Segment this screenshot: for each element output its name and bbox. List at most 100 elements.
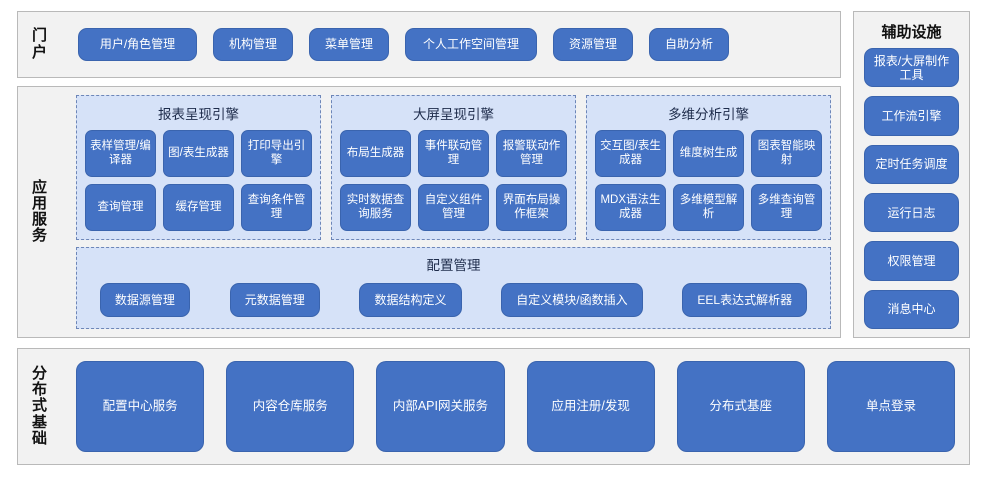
aux-button-5[interactable]: 消息中心 — [864, 289, 959, 329]
distributed-foundation-section: 分布式基础 配置中心服务 内容仓库服务 内部API网关服务 应用注册/发现 分布式基座 单… — [17, 348, 970, 465]
button-label: 多维查询管理 — [757, 193, 816, 220]
button-label: 应用注册/发现 — [551, 399, 630, 414]
engine-row: 报表呈现引擎表样管理/编译器图/表生成器打印导出引擎查询管理 缓存管理 查询条件管理… — [76, 95, 831, 240]
engine-2-button-0[interactable]: 交互图/表生成器 — [595, 130, 666, 177]
button-label: 内容仓库服务 — [252, 399, 328, 414]
button-label: 打印导出引擎 — [247, 139, 306, 166]
button-label: 消息中心 — [887, 302, 936, 317]
base-button-5[interactable]: 单点登录 — [826, 361, 956, 452]
aux-button-4[interactable]: 权限管理 — [864, 241, 959, 281]
button-label: 报表/大屏制作工具 — [873, 53, 950, 82]
config-button-0[interactable]: 数据源管理 — [99, 283, 190, 317]
base-button-1[interactable]: 内容仓库服务 — [226, 361, 355, 452]
engine-panel-2: 多维分析引擎交互图/表生成器 维度树生成 图表智能映射 MDX语法生成器多维模型解析多… — [586, 95, 831, 240]
distributed-foundation-button-row: 配置中心服务 内容仓库服务 内部API网关服务 应用注册/发现 分布式基座 单点登录 — [76, 361, 956, 452]
engine-2-button-2[interactable]: 图表智能映射 — [751, 130, 822, 177]
button-label: 资源管理 — [568, 37, 617, 52]
engine-panel-grid-1: 布局生成器事件联动管理报警联动作管理实时数据查询服务自定义组件管理界面布局操作框… — [340, 130, 567, 231]
portal-button-0[interactable]: 用户/角色管理 — [78, 28, 197, 61]
config-button-2[interactable]: 数据结构定义 — [359, 283, 462, 317]
button-label: 单点登录 — [865, 399, 916, 414]
base-button-3[interactable]: 应用注册/发现 — [526, 361, 655, 452]
button-label: 缓存管理 — [175, 200, 222, 213]
application-services-content: 报表呈现引擎表样管理/编译器图/表生成器打印导出引擎查询管理 缓存管理 查询条件管理… — [76, 95, 831, 329]
config-button-4[interactable]: EEL表达式解析器 — [682, 283, 808, 317]
config-management-button-row: 数据源管理 元数据管理 数据结构定义 自定义模块/函数插入 EEL表达式解析器 — [85, 280, 822, 320]
aux-facilities-title: 辅助设施 — [881, 24, 942, 41]
button-label: MDX语法生成器 — [600, 193, 661, 220]
config-button-3[interactable]: 自定义模块/函数插入 — [501, 283, 643, 317]
button-label: 分布式基座 — [709, 399, 773, 414]
button-label: 自定义模块/函数插入 — [516, 292, 628, 307]
engine-0-button-0[interactable]: 表样管理/编译器 — [85, 130, 156, 177]
button-label: 布局生成器 — [346, 146, 405, 159]
engine-panel-grid-2: 交互图/表生成器 维度树生成 图表智能映射 MDX语法生成器多维模型解析多维查询管理 — [595, 130, 822, 231]
button-label: 机构管理 — [228, 37, 277, 52]
config-management-panel: 配置管理 数据源管理 元数据管理 数据结构定义 自定义模块/函数插入 EEL表达式解析器 — [76, 247, 831, 329]
engine-2-button-4[interactable]: 多维模型解析 — [673, 184, 744, 231]
engine-panel-title-0: 报表呈现引擎 — [158, 107, 239, 122]
portal-button-1[interactable]: 机构管理 — [213, 28, 293, 61]
aux-button-0[interactable]: 报表/大屏制作工具 — [864, 48, 959, 88]
portal-button-5[interactable]: 自助分析 — [649, 28, 729, 61]
button-label: 查询管理 — [97, 200, 144, 213]
portal-section: 门户 用户/角色管理 机构管理 菜单管理 个人工作空间管理 资源管理 自助分析 — [17, 11, 841, 78]
button-label: 权限管理 — [887, 253, 936, 268]
engine-1-button-4[interactable]: 自定义组件管理 — [418, 184, 489, 231]
portal-button-row: 用户/角色管理 机构管理 菜单管理 个人工作空间管理 资源管理 自助分析 — [78, 12, 830, 77]
engine-2-button-1[interactable]: 维度树生成 — [673, 130, 744, 177]
aux-facilities-list: 报表/大屏制作工具工作流引擎定时任务调度运行日志权限管理消息中心 — [864, 48, 959, 329]
button-label: 定时任务调度 — [875, 157, 948, 172]
button-label: 运行日志 — [887, 205, 936, 220]
engine-0-button-5[interactable]: 查询条件管理 — [241, 184, 312, 231]
button-label: 报警联动作管理 — [502, 139, 561, 166]
engine-0-button-4[interactable]: 缓存管理 — [163, 184, 234, 231]
aux-facilities-section: 辅助设施 报表/大屏制作工具工作流引擎定时任务调度运行日志权限管理消息中心 — [853, 11, 970, 338]
base-button-2[interactable]: 内部API网关服务 — [376, 361, 505, 452]
aux-button-2[interactable]: 定时任务调度 — [864, 144, 959, 184]
engine-1-button-0[interactable]: 布局生成器 — [340, 130, 411, 177]
engine-1-button-1[interactable]: 事件联动管理 — [418, 130, 489, 177]
portal-button-3[interactable]: 个人工作空间管理 — [405, 28, 537, 61]
engine-1-button-5[interactable]: 界面布局操作框架 — [496, 184, 567, 231]
button-label: 数据结构定义 — [374, 292, 447, 307]
portal-button-4[interactable]: 资源管理 — [553, 28, 633, 61]
aux-button-1[interactable]: 工作流引擎 — [864, 96, 959, 136]
config-management-title: 配置管理 — [426, 258, 481, 273]
base-button-0[interactable]: 配置中心服务 — [76, 361, 205, 452]
engine-panel-0: 报表呈现引擎表样管理/编译器图/表生成器打印导出引擎查询管理 缓存管理 查询条件管理 — [76, 95, 321, 240]
button-label: 界面布局操作框架 — [502, 193, 561, 220]
button-label: 查询条件管理 — [247, 193, 306, 220]
button-label: 个人工作空间管理 — [422, 37, 519, 52]
button-label: 维度树生成 — [679, 146, 738, 159]
engine-panel-1: 大屏呈现引擎布局生成器事件联动管理报警联动作管理实时数据查询服务自定义组件管理界… — [331, 95, 576, 240]
portal-section-label: 门户 — [18, 12, 62, 77]
button-label: 元数据管理 — [244, 292, 305, 307]
engine-1-button-2[interactable]: 报警联动作管理 — [496, 130, 567, 177]
button-label: 工作流引擎 — [881, 108, 942, 123]
button-label: 用户/角色管理 — [99, 37, 176, 52]
button-label: 实时数据查询服务 — [346, 193, 405, 220]
config-button-1[interactable]: 元数据管理 — [229, 283, 320, 317]
aux-button-3[interactable]: 运行日志 — [864, 192, 959, 233]
button-label: EEL表达式解析器 — [697, 292, 793, 307]
button-label: 内部API网关服务 — [392, 399, 488, 414]
engine-panel-title-1: 大屏呈现引擎 — [413, 107, 494, 122]
engine-2-button-5[interactable]: 多维查询管理 — [751, 184, 822, 231]
engine-panel-title-2: 多维分析引擎 — [668, 107, 749, 122]
engine-0-button-2[interactable]: 打印导出引擎 — [241, 130, 312, 177]
engine-0-button-3[interactable]: 查询管理 — [85, 184, 156, 231]
distributed-foundation-label: 分布式基础 — [18, 349, 62, 464]
button-label: 图表智能映射 — [757, 139, 816, 166]
engine-2-button-3[interactable]: MDX语法生成器 — [595, 184, 666, 231]
engine-panel-grid-0: 表样管理/编译器图/表生成器打印导出引擎查询管理 缓存管理 查询条件管理 — [85, 130, 312, 231]
button-label: 交互图/表生成器 — [600, 139, 661, 166]
application-services-section: 应用服务 报表呈现引擎表样管理/编译器图/表生成器打印导出引擎查询管理缓存管理查… — [17, 86, 841, 338]
portal-button-2[interactable]: 菜单管理 — [309, 28, 389, 61]
button-label: 多维模型解析 — [679, 193, 738, 220]
base-button-4[interactable]: 分布式基座 — [676, 361, 805, 452]
engine-1-button-3[interactable]: 实时数据查询服务 — [340, 184, 411, 231]
engine-0-button-1[interactable]: 图/表生成器 — [163, 130, 234, 177]
button-label: 配置中心服务 — [102, 399, 178, 414]
